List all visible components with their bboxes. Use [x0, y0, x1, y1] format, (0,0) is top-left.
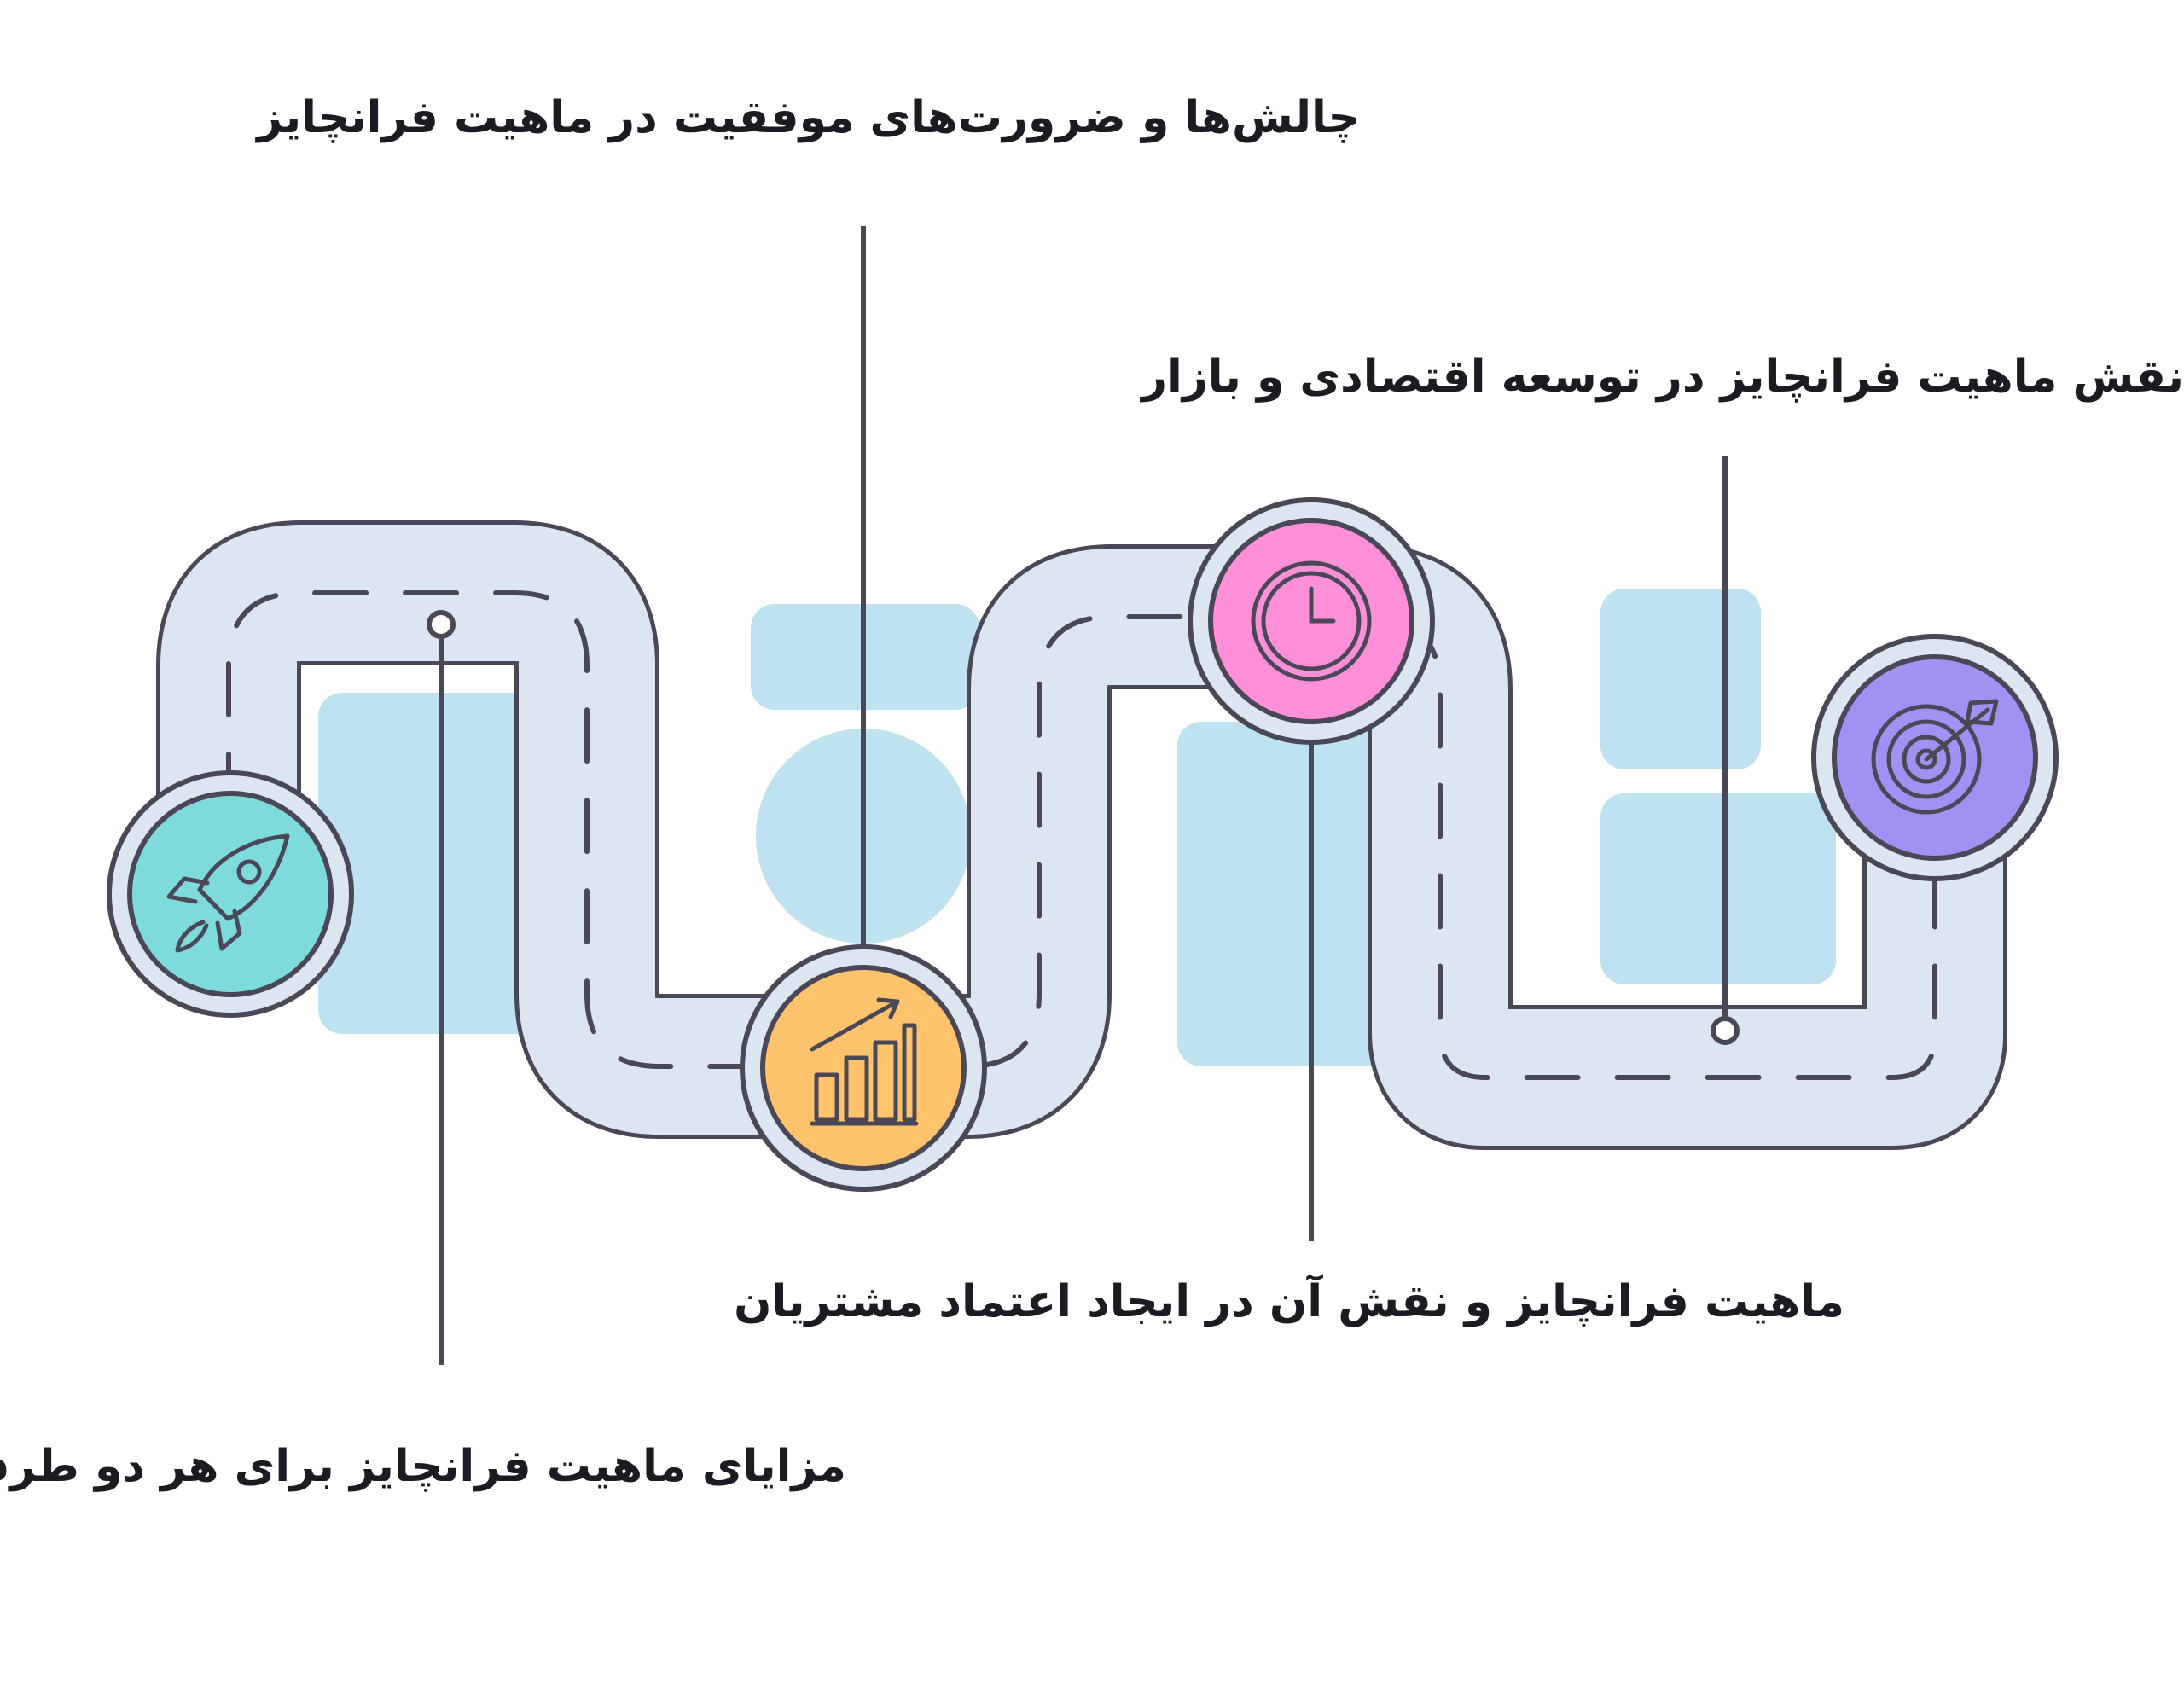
- road-center-dashes: [226, 590, 1937, 1080]
- block-4: [1177, 722, 1421, 1066]
- leader-dot-bottom-left: [427, 610, 456, 639]
- background-blocks: [318, 589, 1836, 1066]
- block-1: [318, 693, 557, 1034]
- leader-dot-right-top: [1711, 1016, 1740, 1045]
- milestone-chart-fill: [760, 965, 967, 1171]
- label-challenges: چالش‌ها و ضرورت‌های موفقیت در ماهیت فران…: [257, 92, 1360, 143]
- milestone-rocket-fill: [127, 791, 334, 997]
- milestone-clock: [1188, 497, 1435, 745]
- target-icon: [1871, 699, 1999, 815]
- leader-lines: [427, 226, 1740, 1365]
- bar-chart-icon: [810, 997, 919, 1126]
- label-customer-trust: ماهیت فرانچایز و نقش آن در ایجاد اعتماد …: [734, 1276, 1844, 1327]
- label-benefits: مزایای ماهیت فرانچایز برای هر دو طرف: [0, 1441, 846, 1492]
- clock-icon: [1251, 560, 1372, 682]
- milestone-chart: [740, 944, 987, 1192]
- road: [156, 520, 2007, 1150]
- block-6: [1600, 793, 1836, 984]
- milestone-rocket: [107, 770, 354, 1018]
- milestone-target: [1811, 634, 2059, 881]
- rocket-icon: [166, 833, 290, 953]
- label-economic-role: نقش ماهیت فرانچایز در توسعه اقتصادی و با…: [1141, 351, 2184, 403]
- block-5: [1600, 589, 1761, 769]
